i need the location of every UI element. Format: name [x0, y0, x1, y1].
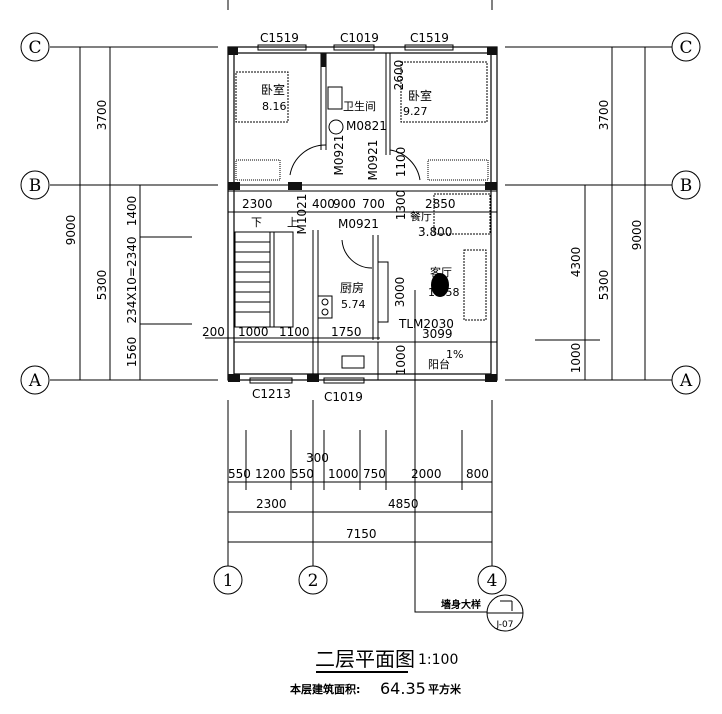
window-c1213: C1213	[252, 387, 291, 401]
room-labels: C1519 C1019 C1519 C1213 C1019 卧室 8.16 卫生…	[202, 31, 497, 404]
kitchen-area: 5.74	[341, 298, 366, 311]
stairs-down: 下	[251, 216, 262, 229]
dim-1300: 1300	[394, 190, 408, 221]
axis-label-4: 4	[487, 571, 498, 591]
bathroom-name: 卫生间	[343, 99, 376, 113]
axis-label-a-left: A	[28, 371, 42, 391]
dim-bottom-total: 7150	[346, 527, 377, 541]
dim-bottom-1200: 1200	[255, 467, 286, 481]
left-dimensions: 9000 3700 5300 1400 234X10=2340 1560	[64, 47, 192, 380]
door-m0921-c: M0921	[338, 217, 379, 231]
dim-bottom-1000: 1000	[328, 467, 359, 481]
dim-bottom-550b: 550	[291, 467, 314, 481]
dim-right-cb: 3700	[597, 100, 611, 131]
dim-400: 400	[312, 197, 335, 211]
kitchen-name: 厨房	[340, 280, 364, 295]
area-label: 本层建筑面积:	[290, 682, 360, 696]
title-name: 二层平面图	[315, 647, 415, 671]
door-m1021: M1021	[295, 194, 309, 235]
dim-bottom-2000: 2000	[411, 467, 442, 481]
living-name: 客厅	[430, 265, 452, 279]
area-value: 64.35	[380, 679, 426, 698]
living-area: 19.58	[428, 286, 460, 299]
dim-b1000: 1000	[238, 325, 269, 339]
bedroom2-area: 9.27	[403, 105, 428, 118]
windows	[249, 44, 454, 384]
furniture	[234, 61, 491, 369]
axis-label-1: 1	[223, 571, 234, 591]
title-scale: 1:100	[418, 652, 458, 668]
dim-bottom-800: 800	[466, 467, 489, 481]
dining-name: 餐厅	[410, 209, 432, 223]
dim-200: 200	[202, 325, 225, 339]
axis-label-b-right: B	[680, 176, 693, 196]
window-c1019-bottom: C1019	[324, 390, 363, 404]
bedroom2-name: 卧室	[408, 88, 432, 103]
dim-left-s3: 1560	[125, 337, 139, 368]
bedroom1-name: 卧室	[261, 82, 285, 97]
balcony-slope: 1%	[446, 348, 463, 361]
detail-leader	[414, 290, 524, 632]
dim-b1100: 1100	[279, 325, 310, 339]
dim-900: 900	[333, 197, 356, 211]
axis-label-b-left: B	[29, 176, 42, 196]
window-c1519-right: C1519	[410, 31, 449, 45]
bottom-dimensions: 550 1200 550 300 1000 750 2000 800 2300 …	[228, 430, 492, 543]
dim-2850: 2850	[425, 197, 456, 211]
area-unit: 平方米	[428, 682, 462, 696]
dim-1750: 1750	[331, 325, 362, 339]
dim-700: 700	[362, 197, 385, 211]
stairs-up: 上	[287, 216, 298, 229]
dim-bottom-4850: 4850	[388, 497, 419, 511]
dim-3000: 3000	[393, 277, 407, 308]
dim-bottom-2300: 2300	[256, 497, 287, 511]
door-tlm2030: TLM2030	[398, 317, 454, 331]
dim-left-cb: 3700	[95, 100, 109, 131]
dim-v1000: 1000	[394, 345, 408, 376]
axis-bubbles: C B A C B A 1 2 4	[20, 32, 701, 595]
dim-left-s2: 234X10=2340	[125, 237, 139, 324]
right-dimensions: 3700 9000 4300 5300 1000	[535, 47, 646, 380]
dim-right-1000: 1000	[569, 343, 583, 374]
dim-right-total: 9000	[630, 220, 644, 251]
dim-2300-inner: 2300	[242, 197, 273, 211]
axis-label-c-right: C	[679, 38, 692, 58]
bedroom1-area: 8.16	[262, 100, 287, 113]
detail-sheet: J-07	[495, 620, 513, 630]
bathroom-door: M0821	[346, 119, 387, 133]
window-c1019-top: C1019	[340, 31, 379, 45]
dim-1100: 1100	[394, 147, 408, 178]
drawing-title: 二层平面图 1:100 本层建筑面积: 64.35 平方米	[290, 647, 462, 698]
window-c1519-left: C1519	[260, 31, 299, 45]
axis-label-a-right: A	[679, 371, 693, 391]
dim-right-4300: 4300	[569, 247, 583, 278]
axis-label-2: 2	[308, 571, 319, 591]
dim-left-total: 9000	[64, 215, 78, 246]
door-m0921-a: M0921	[332, 135, 346, 176]
balcony-name: 阳台	[428, 357, 450, 371]
dim-bottom-300: 300	[306, 451, 329, 465]
door-m0921-b: M0921	[366, 140, 380, 181]
dim-bottom-550a: 550	[228, 467, 251, 481]
building-walls	[227, 46, 498, 382]
axis-label-c-left: C	[28, 38, 41, 58]
dim-right-ba: 5300	[597, 270, 611, 301]
dim-bottom-750: 750	[363, 467, 386, 481]
grid-axes	[50, 0, 672, 566]
floor-level: 3.800	[418, 225, 452, 239]
door-tlm-sub: 3099	[422, 327, 453, 341]
dim-left-ba: 5300	[95, 270, 109, 301]
detail-label: 墙身大样	[441, 598, 481, 611]
dim-closet: 2600	[392, 60, 406, 91]
dim-left-s1: 1400	[125, 196, 139, 227]
